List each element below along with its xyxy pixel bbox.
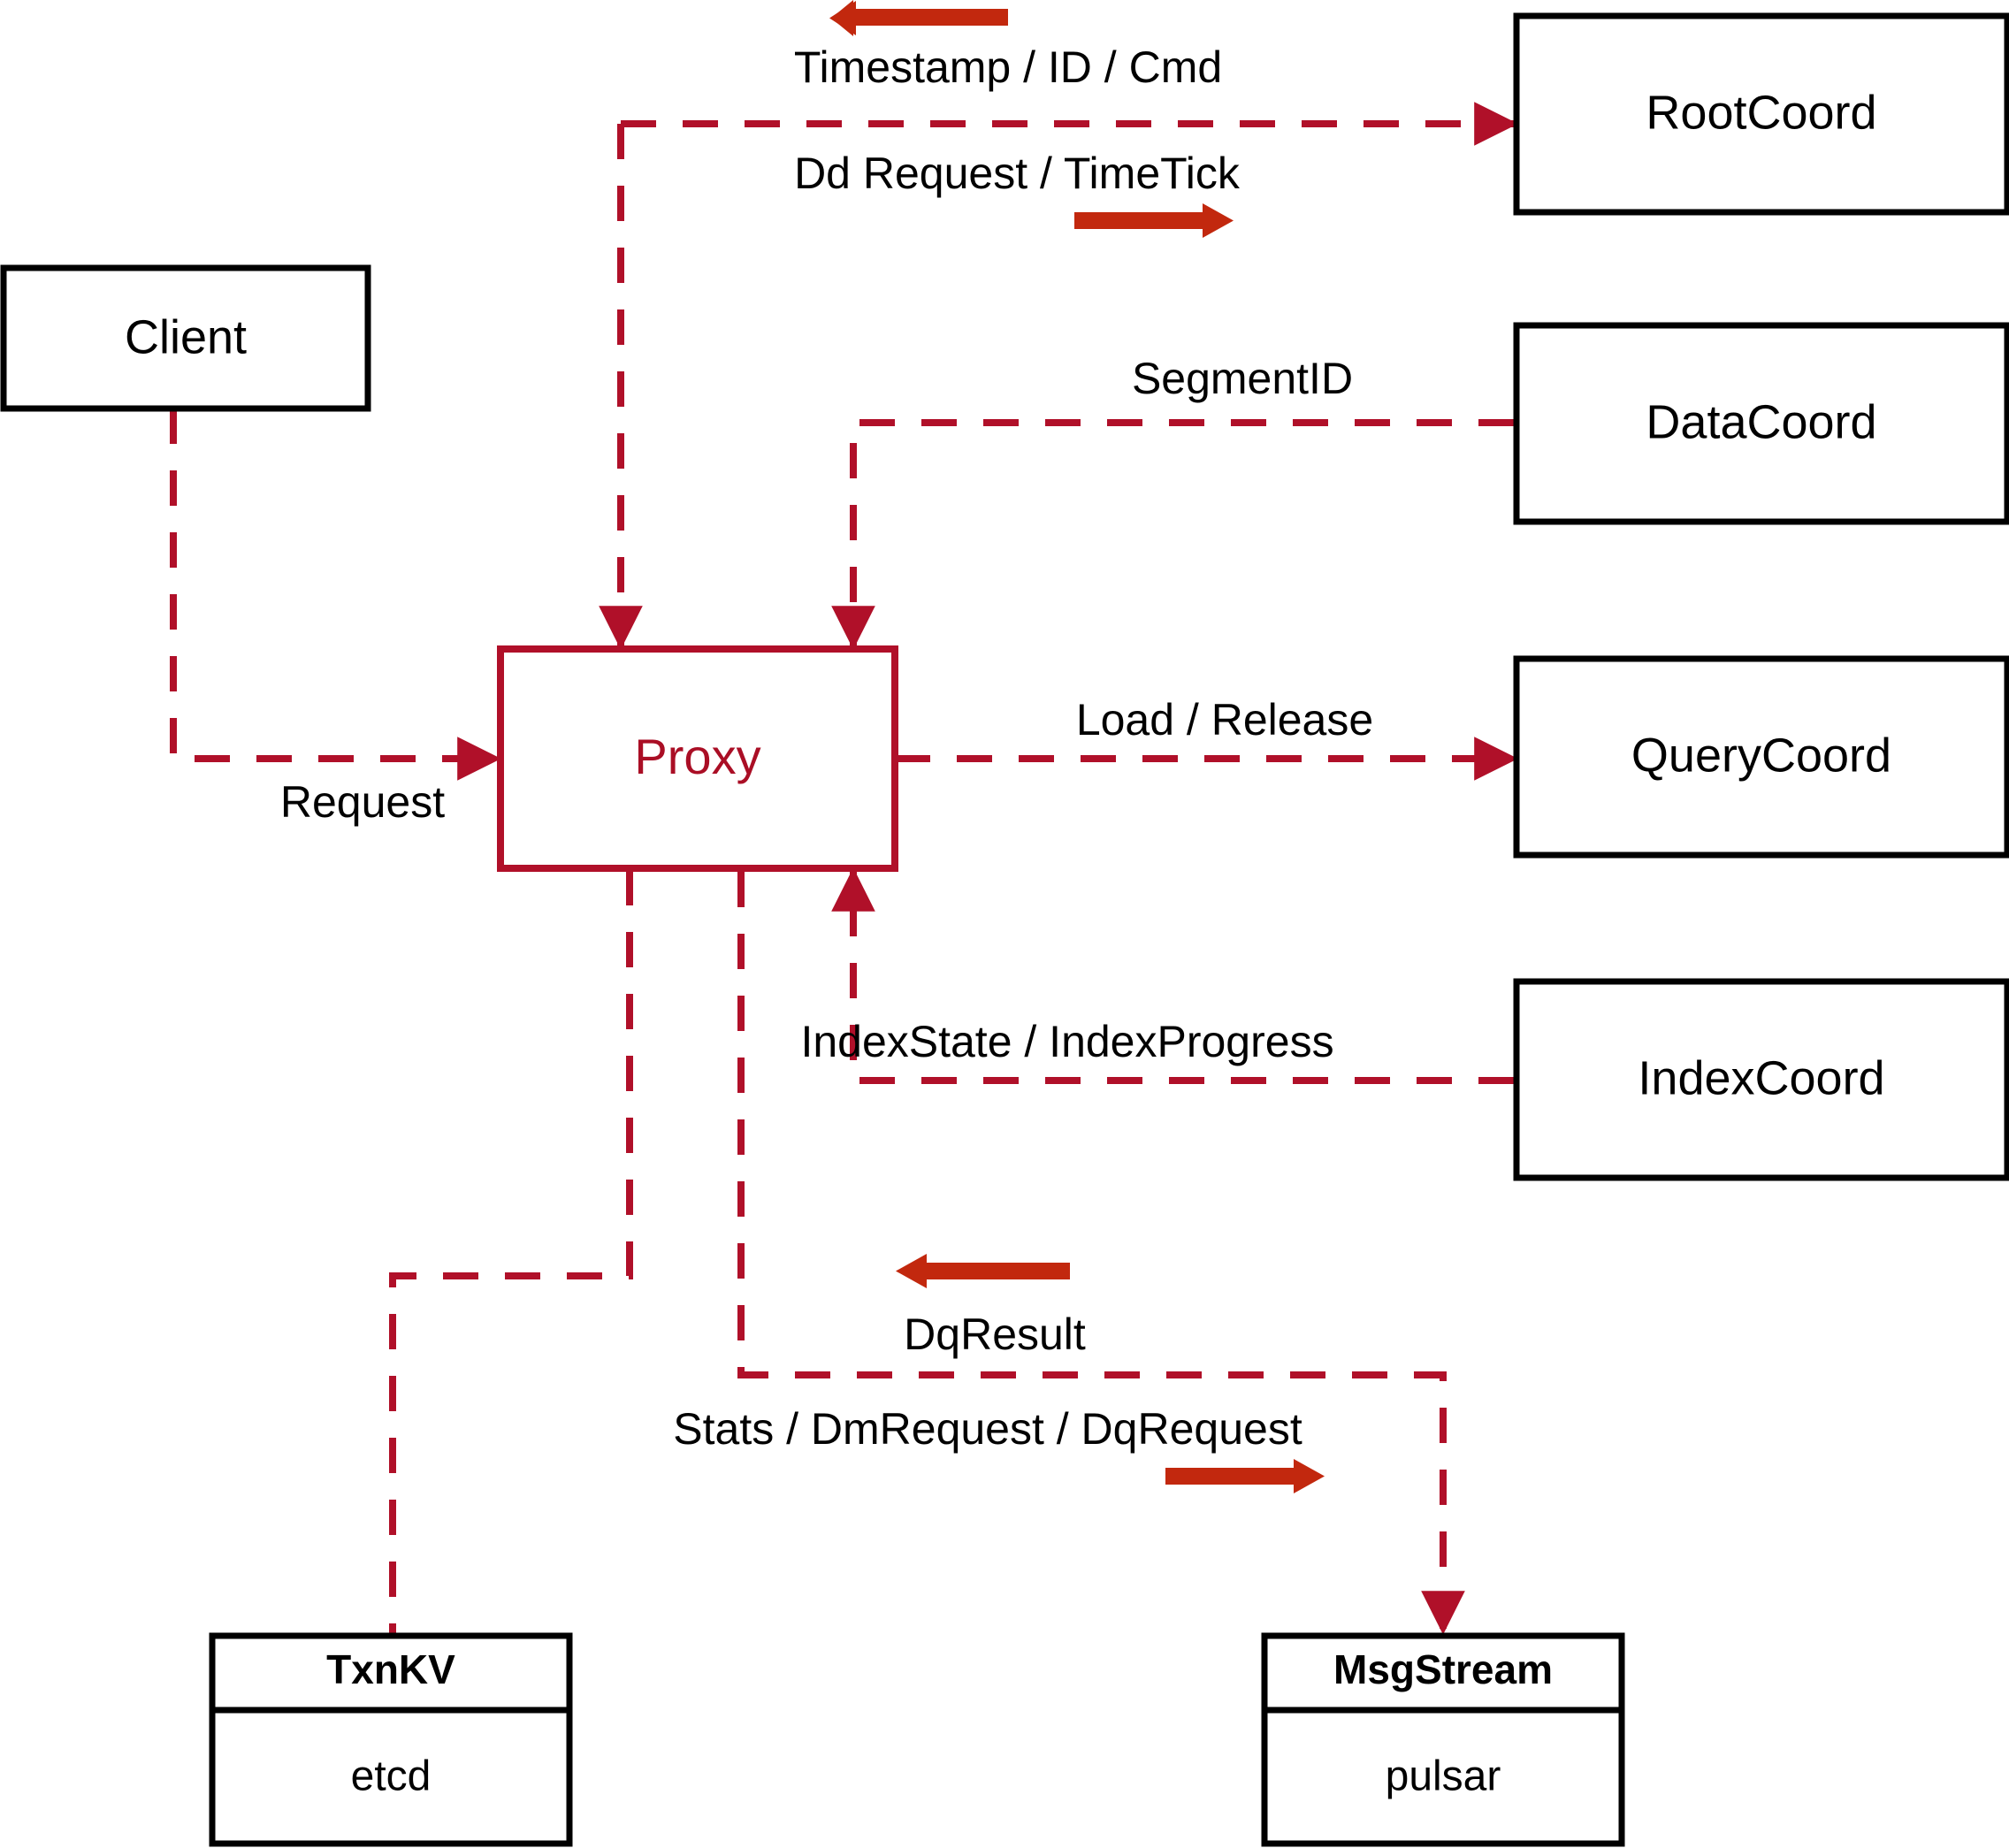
node-txnkv[interactable]: TxnKV etcd	[209, 1632, 573, 1847]
node-proxy[interactable]: Proxy	[497, 645, 898, 872]
edge-label-dd-request-timetick: Dd Request / TimeTick	[794, 149, 1241, 198]
edge-proxy-msgstream	[737, 872, 1465, 1635]
stats-dmrequest-dqrequest-arrow	[1165, 1459, 1325, 1493]
edge-label-segmentid: SegmentID	[1132, 354, 1353, 403]
timestamp-id-cmd-arrow	[829, 0, 1008, 36]
node-txnkv-title: TxnKV	[326, 1646, 455, 1692]
edge-label-timestamp-id-cmd: Timestamp / ID / Cmd	[794, 42, 1222, 92]
node-msgstream-title: MsgStream	[1333, 1646, 1553, 1692]
edge-client-proxy	[170, 409, 501, 781]
dd-request-timetick-arrow	[1074, 203, 1234, 238]
dqresult-arrow	[896, 1254, 1070, 1288]
node-txnkv-impl: etcd	[351, 1753, 432, 1800]
node-rootcoord-label: RootCoord	[1646, 86, 1876, 139]
edge-proxy-txnkv	[389, 870, 633, 1634]
node-querycoord-label: QueryCoord	[1631, 729, 1891, 782]
node-datacoord-label: DataCoord	[1646, 395, 1876, 448]
node-rootcoord[interactable]: RootCoord	[1513, 12, 2009, 216]
node-indexcoord[interactable]: IndexCoord	[1513, 978, 2009, 1181]
node-msgstream-impl: pulsar	[1386, 1753, 1501, 1800]
edge-label-request: Request	[280, 777, 445, 827]
node-querycoord[interactable]: QueryCoord	[1513, 655, 2009, 859]
edge-label-load-release: Load / Release	[1076, 695, 1373, 745]
node-client[interactable]: Client	[0, 264, 371, 412]
edge-indexcoord-proxy	[831, 867, 1514, 1084]
edge-label-indexstate-indexprogress: IndexState / IndexProgress	[800, 1017, 1333, 1066]
node-client-label: Client	[125, 310, 247, 363]
node-datacoord[interactable]: DataCoord	[1513, 322, 2009, 525]
edge-label-dqresult: DqResult	[904, 1310, 1086, 1359]
edge-datacoord-proxy	[831, 419, 1514, 650]
node-proxy-label: Proxy	[634, 729, 760, 784]
node-msgstream[interactable]: MsgStream pulsar	[1261, 1632, 1625, 1847]
edge-label-stats-dmrequest-dqrequest: Stats / DmRequest / DqRequest	[673, 1404, 1302, 1454]
node-indexcoord-label: IndexCoord	[1638, 1051, 1884, 1104]
